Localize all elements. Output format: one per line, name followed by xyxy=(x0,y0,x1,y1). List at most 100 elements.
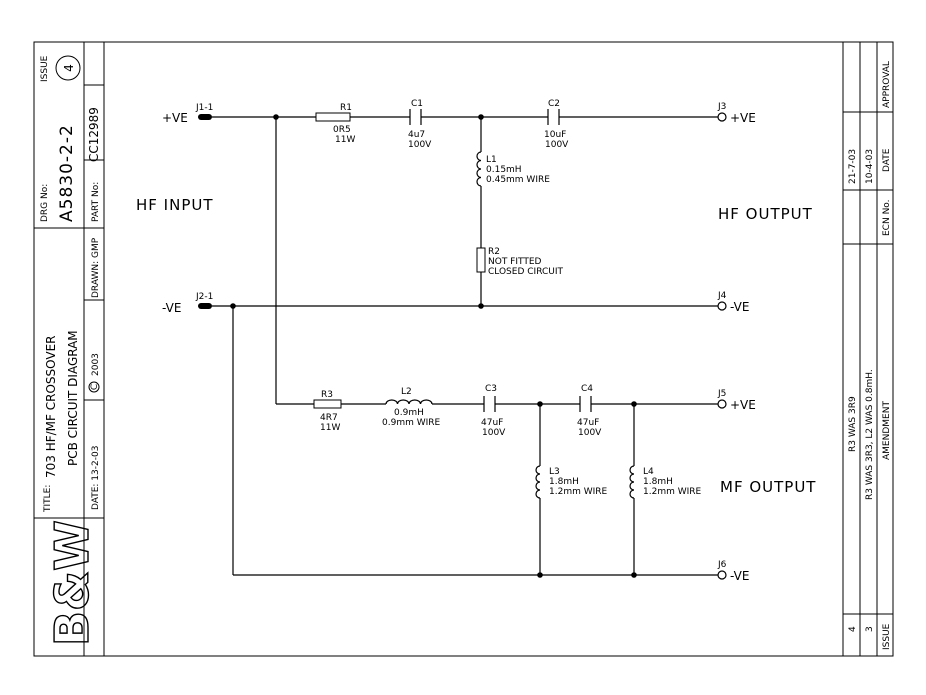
rev-header-ecn: ECN No. xyxy=(882,199,892,236)
capacitor-c4: C4 47uF 100V xyxy=(577,384,602,438)
c3-value: 47uF xyxy=(481,418,503,428)
rev-header-amendment: AMENDMENT xyxy=(882,401,892,460)
rev-row-date: 21-7-03 xyxy=(848,149,858,184)
rev-row-amendment: R3 WAS 3R9 xyxy=(848,396,858,452)
rev-row-issue: 3 xyxy=(865,626,875,632)
connector-j1: J1-1 xyxy=(195,103,213,120)
r2-note-2: CLOSED CIRCUIT xyxy=(488,267,564,277)
l3-ref: L3 xyxy=(549,467,560,477)
hf-input-label: HF INPUT xyxy=(136,196,214,214)
r1-rating: 11W xyxy=(335,135,355,145)
r2-ref: R2 xyxy=(488,247,500,257)
connector-j5-label: J5 xyxy=(717,389,726,399)
connector-j3-label: J3 xyxy=(717,102,726,112)
junction-dot xyxy=(478,303,484,309)
l2-ref: L2 xyxy=(401,387,412,397)
inductor-l2: L2 0.9mH 0.9mm WIRE xyxy=(382,387,441,428)
drg-number: A5830-2-2 xyxy=(57,124,77,222)
c2-ref: C2 xyxy=(548,99,560,109)
l3-value: 1.8mH xyxy=(549,477,579,487)
copyright-symbol: C xyxy=(90,384,100,390)
inductor-l1: L1 0.15mH 0.45mm WIRE xyxy=(476,151,550,187)
l4-ref: L4 xyxy=(643,467,654,477)
l1-wire: 0.45mm WIRE xyxy=(486,175,550,185)
l2-wire: 0.9mm WIRE xyxy=(382,418,441,428)
junction-dot xyxy=(478,114,484,120)
connector-j3: J3 +VE xyxy=(717,102,756,125)
positive-input-label: +VE xyxy=(162,111,188,125)
c4-value: 47uF xyxy=(577,418,599,428)
r3-rating: 11W xyxy=(320,423,340,433)
copyright-year: 2003 xyxy=(91,353,101,376)
l1-ref: L1 xyxy=(486,155,497,165)
inductor-l3: L3 1.8mH 1.2mm WIRE xyxy=(535,465,608,499)
part-caption: PART No: xyxy=(91,182,101,222)
junction-dot xyxy=(537,401,543,407)
r3-ref: R3 xyxy=(321,390,333,400)
connector-j5: J5 +VE xyxy=(717,389,756,412)
rev-row-issue: 4 xyxy=(848,626,858,632)
bw-logo: B&W xyxy=(45,520,99,646)
hf-output-label: HF OUTPUT xyxy=(718,205,813,223)
capacitor-c2: C2 10uF 100V xyxy=(544,99,569,150)
l4-value: 1.8mH xyxy=(643,477,673,487)
c2-rating: 100V xyxy=(545,140,569,150)
connector-j1-label: J1-1 xyxy=(195,103,213,113)
capacitor-c3: C3 47uF 100V xyxy=(481,384,506,438)
issue-caption: ISSUE xyxy=(40,55,50,82)
issue-circle xyxy=(55,55,81,81)
drawn-by: DRAWN: GMP xyxy=(91,237,101,298)
connector-j3-sign: +VE xyxy=(730,111,756,125)
junction-dot xyxy=(631,572,637,578)
connector-j2: J2-1 xyxy=(195,292,213,309)
connector-j4-sign: -VE xyxy=(730,300,749,314)
c2-value: 10uF xyxy=(544,130,566,140)
junction-dots xyxy=(230,114,637,578)
title-line-1: 703 HF/MF CROSSOVER xyxy=(44,335,58,478)
connector-j6-label: J6 xyxy=(717,560,727,570)
junction-dot xyxy=(273,114,279,120)
c3-ref: C3 xyxy=(485,384,497,394)
part-number: CC12989 xyxy=(87,107,101,162)
r3-value: 4R7 xyxy=(320,413,338,423)
title-caption: TITLE: xyxy=(43,485,53,513)
c1-rating: 100V xyxy=(408,140,432,150)
rev-row-date: 10-4-03 xyxy=(865,149,875,184)
connector-j4-label: J4 xyxy=(717,291,727,301)
c1-ref: C1 xyxy=(411,99,423,109)
drg-caption: DRG No: xyxy=(40,184,50,222)
rev-header-date: DATE xyxy=(882,148,892,172)
negative-input-label: -VE xyxy=(162,301,181,315)
mf-output-label: MF OUTPUT xyxy=(720,478,816,496)
c1-value: 4u7 xyxy=(408,130,425,140)
wiring xyxy=(212,116,718,576)
junction-dot xyxy=(537,572,543,578)
issue-number: 4 xyxy=(62,64,76,72)
r2-note: NOT FITTED xyxy=(488,257,542,267)
resistor-r1: R1 0R5 11W xyxy=(315,103,355,145)
title-block: ISSUE 4 DRG No: A5830-2-2 PART No: CC129… xyxy=(34,42,105,656)
r1-value: 0R5 xyxy=(333,125,351,135)
junction-dot xyxy=(230,303,236,309)
c4-rating: 100V xyxy=(578,428,602,438)
c4-ref: C4 xyxy=(581,384,593,394)
junction-dot xyxy=(631,401,637,407)
l2-value: 0.9mH xyxy=(394,408,424,418)
connector-j2-label: J2-1 xyxy=(195,292,213,302)
connector-j6-sign: -VE xyxy=(730,569,749,583)
revision-block: ISSUE AMENDMENT ECN No. DATE APPROVAL 4 … xyxy=(842,42,893,656)
resistor-r3: R3 4R7 11W xyxy=(313,390,342,433)
connector-j4: J4 -VE xyxy=(717,291,749,314)
resistor-r2: R2 NOT FITTED CLOSED CIRCUIT xyxy=(476,247,564,277)
r1-ref: R1 xyxy=(340,103,352,113)
rev-header-approval: APPROVAL xyxy=(882,61,892,108)
sheet-border xyxy=(33,41,894,657)
connector-j5-sign: +VE xyxy=(730,398,756,412)
rev-header-issue: ISSUE xyxy=(882,623,892,650)
l4-wire: 1.2mm WIRE xyxy=(643,487,702,497)
connector-j6: J6 -VE xyxy=(717,560,749,583)
capacitor-c1: C1 4u7 100V xyxy=(408,99,432,150)
drawing-date: DATE: 13-2-03 xyxy=(91,446,101,510)
c3-rating: 100V xyxy=(482,428,506,438)
